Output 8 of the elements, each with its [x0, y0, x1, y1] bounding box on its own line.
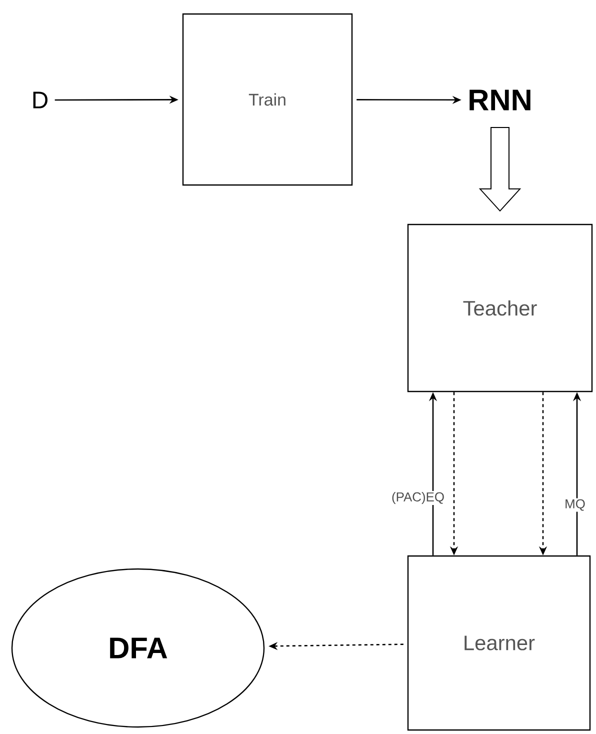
process-box: Train	[182, 13, 353, 186]
process-box: Learner	[407, 555, 591, 731]
edge-label: (PAC)EQ	[390, 490, 446, 506]
process-box: Teacher	[407, 224, 593, 392]
edge-label: MQ	[564, 498, 586, 512]
hollow-arrow	[478, 127, 522, 212]
node-label: RNN	[470, 90, 530, 110]
node-label: D	[33, 92, 48, 108]
